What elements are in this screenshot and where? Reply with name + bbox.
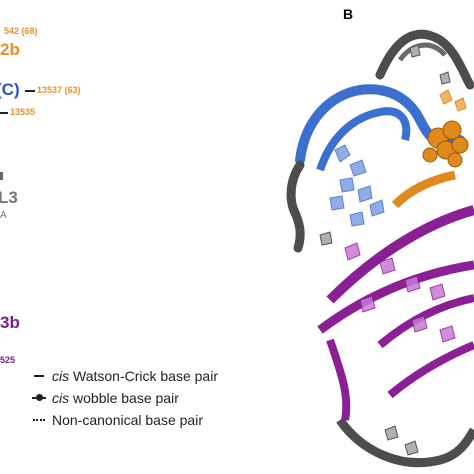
gray-ribbon-left: [286, 160, 305, 253]
gray-ribbon-top: [375, 29, 474, 90]
gray-ribbon-bottom: [336, 417, 474, 468]
legend-prefix: cis: [52, 390, 70, 406]
connector-dash-2: [0, 112, 8, 114]
legend-item-watson-crick: cis Watson-Crick base pair: [30, 368, 218, 384]
blue-ribbon-inner: [316, 107, 411, 172]
label-542: 542 (68): [4, 26, 38, 36]
orange-bases: [439, 89, 467, 112]
label-2b: 2b: [0, 40, 20, 59]
connector-dash: [25, 90, 35, 92]
label-13537: 13537 (63): [37, 85, 81, 95]
purple-ribbon-4: [387, 341, 474, 399]
purple-ribbon-2: [317, 260, 474, 334]
label-13535: 13535: [10, 107, 36, 117]
solid-line-icon: [30, 369, 52, 383]
tick-mark: [0, 172, 3, 180]
orange-ligand-cluster: [422, 120, 469, 168]
label-525: 525: [0, 355, 16, 365]
gray-bases: [319, 44, 451, 456]
label-c: (C): [0, 80, 20, 99]
legend-text: Watson-Crick base pair: [69, 368, 218, 384]
base-a: A: [0, 210, 7, 221]
purple-ribbon-3: [377, 294, 474, 349]
legend-prefix: cis: [52, 368, 70, 384]
blue-bases: [329, 144, 385, 227]
purple-ribbon-1: [326, 205, 474, 304]
purple-bases: [344, 242, 456, 343]
purple-ribbon-bottom: [326, 338, 351, 421]
label-l3: L3: [0, 188, 18, 207]
legend-item-non-canonical: Non-canonical base pair: [30, 412, 203, 428]
legend-item-wobble: cis wobble base pair: [30, 390, 179, 406]
legend-text: Non-canonical base pair: [52, 412, 203, 428]
legend-text: wobble base pair: [69, 390, 179, 406]
dotted-line-icon: [30, 413, 52, 427]
label-3b: 3b: [0, 313, 20, 332]
panel-b-letter: B: [343, 6, 354, 22]
blue-ribbon: [295, 84, 465, 165]
dot-line-icon: [30, 391, 52, 405]
orange-ribbon: [391, 170, 456, 209]
gray-ribbon-top-2: [397, 42, 447, 62]
